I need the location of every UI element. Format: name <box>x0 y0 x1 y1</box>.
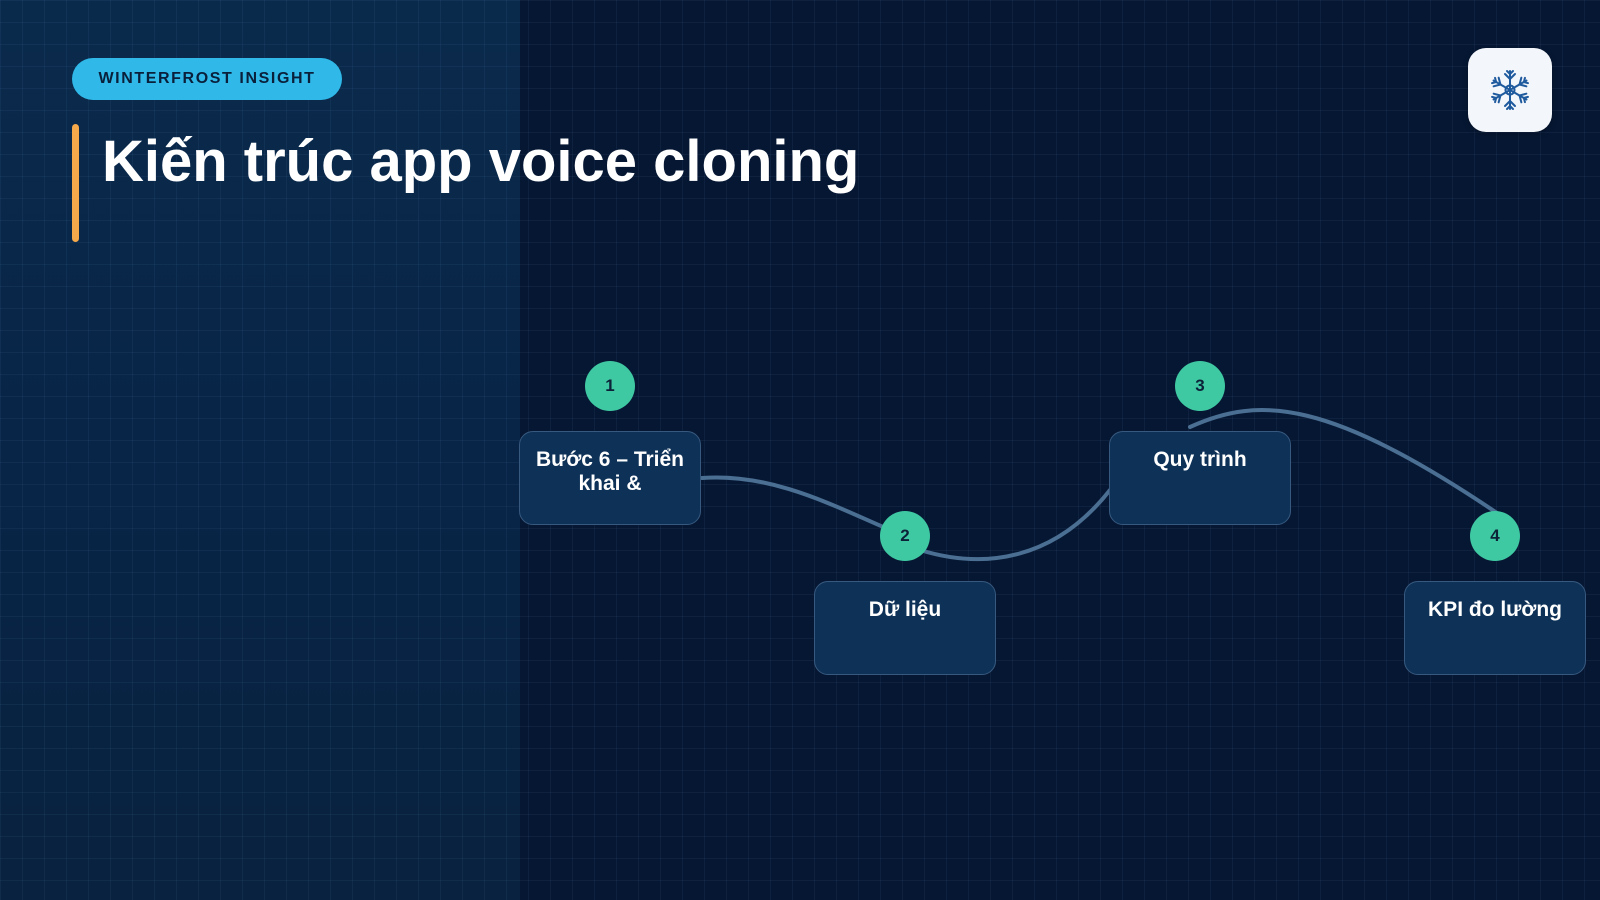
step-card-2: Dữ liệu <box>814 581 996 675</box>
title-accent-bar <box>72 124 79 242</box>
step-card-3: Quy trình <box>1109 431 1291 525</box>
step-badge-2: 2 <box>880 511 930 561</box>
connector-3-4 <box>1188 408 1502 517</box>
step-badge-1: 1 <box>585 361 635 411</box>
step-card-4: KPI đo lường <box>1404 581 1586 675</box>
left-panel <box>0 0 520 900</box>
connector-1-2 <box>700 475 907 538</box>
connector-2-3 <box>918 488 1112 562</box>
page-title: Kiến trúc app voice cloning <box>102 129 860 194</box>
logo <box>1468 48 1552 132</box>
step-card-1: Bước 6 – Triển khai & <box>519 431 701 525</box>
step-badge-3: 3 <box>1175 361 1225 411</box>
brand-badge: WINTERFROST INSIGHT <box>72 58 342 100</box>
step-badge-4: 4 <box>1470 511 1520 561</box>
snowflake-icon <box>1491 70 1529 110</box>
